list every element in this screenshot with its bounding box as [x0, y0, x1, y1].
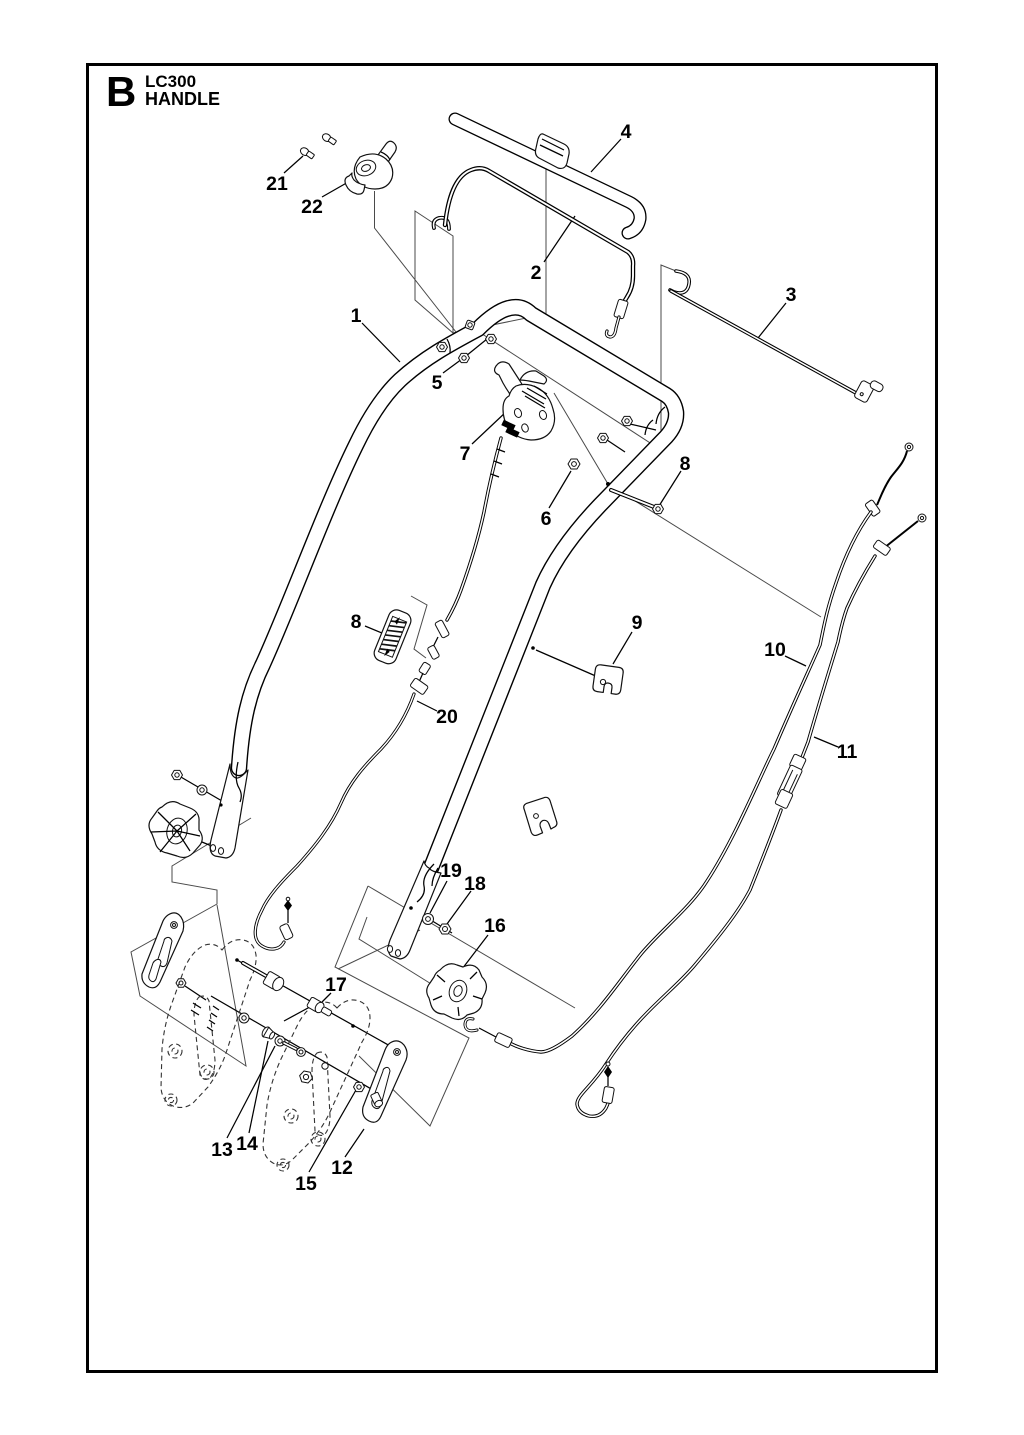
svg-text:1: 1	[351, 305, 362, 327]
svg-text:15: 15	[295, 1173, 317, 1195]
svg-text:22: 22	[301, 196, 323, 218]
svg-text:5: 5	[432, 372, 443, 394]
svg-text:4: 4	[621, 121, 632, 143]
svg-text:20: 20	[436, 706, 458, 728]
svg-text:12: 12	[331, 1157, 353, 1179]
svg-text:B: B	[106, 68, 136, 115]
svg-text:17: 17	[325, 974, 347, 996]
svg-text:18: 18	[464, 873, 486, 895]
svg-text:21: 21	[266, 173, 288, 195]
svg-text:8: 8	[351, 611, 362, 633]
svg-text:8: 8	[680, 453, 691, 475]
svg-text:14: 14	[236, 1133, 258, 1155]
svg-text:9: 9	[632, 612, 643, 634]
svg-text:LC300: LC300	[145, 72, 196, 91]
svg-text:11: 11	[837, 741, 858, 763]
svg-text:10: 10	[764, 639, 786, 661]
svg-text:6: 6	[541, 508, 552, 530]
svg-text:2: 2	[531, 262, 542, 284]
svg-text:3: 3	[786, 284, 797, 306]
svg-text:HANDLE: HANDLE	[145, 89, 220, 109]
svg-text:7: 7	[460, 443, 471, 465]
svg-text:19: 19	[440, 860, 462, 882]
svg-text:16: 16	[484, 915, 506, 937]
svg-text:13: 13	[211, 1139, 233, 1161]
